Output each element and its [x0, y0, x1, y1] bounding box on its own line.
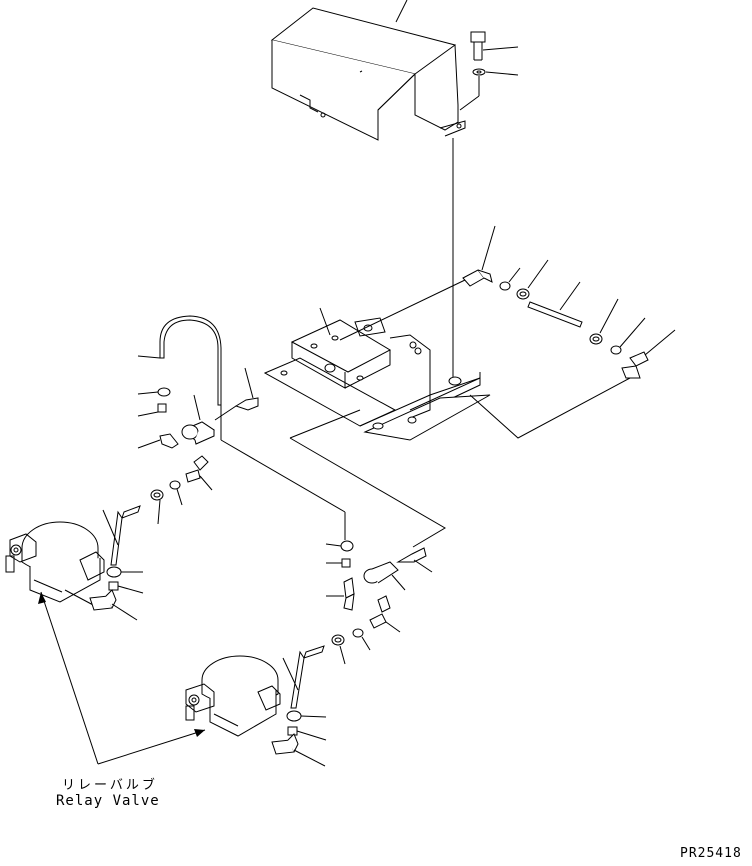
elbow-fitting-right: [621, 329, 676, 379]
mounting-bracket: [263, 307, 491, 441]
elbow-relay-1: [89, 589, 138, 621]
elbow-mid: [326, 577, 355, 611]
nut-relay-1: [106, 566, 143, 578]
elbow-mid-small: [369, 595, 401, 633]
nut-mid-1: [325, 512, 354, 552]
connector-mid: [396, 547, 433, 573]
bent-hose: [137, 315, 346, 513]
nut-left-2: [150, 489, 164, 525]
nipple-relay-1: [108, 581, 144, 594]
sleeve-mid: [326, 558, 351, 568]
elbow-small-left: [185, 455, 213, 491]
nut-upper-3: [589, 298, 619, 345]
sleeve-left: [169, 480, 183, 506]
nut-relay-2: [286, 710, 327, 722]
drawing-code: PR25418: [680, 846, 742, 861]
elbow-fitting-upper: [462, 225, 496, 287]
elbow-relay-2: [271, 733, 326, 767]
nut-upper-4: [610, 317, 646, 355]
washer: [459, 68, 519, 111]
nut-upper-1: [499, 267, 521, 291]
cover-plate: [270, 0, 466, 141]
relay-valve-1: [5, 521, 105, 607]
relay-valve-2: [185, 655, 281, 737]
nut-mid-2: [331, 634, 346, 665]
relay-valve-label-en: Relay Valve: [56, 793, 160, 809]
bolt: [470, 31, 519, 61]
nut-upper-2: [516, 259, 549, 300]
elbow-left: [137, 433, 179, 449]
nut-left-1: [137, 387, 171, 397]
sleeve-mid-2: [352, 628, 371, 651]
nipple-left: [137, 403, 167, 417]
tee-fitting-left: [181, 394, 215, 445]
pipe-bent-1: [102, 505, 141, 566]
pipe-bent-2: [282, 645, 325, 709]
relay-valve-label-jp: リレーバルブ: [62, 778, 158, 793]
tee-fitting-mid: [363, 561, 406, 591]
straight-tube: [527, 281, 583, 328]
connector-left: [214, 367, 259, 421]
callout-arrows: [38, 591, 206, 765]
